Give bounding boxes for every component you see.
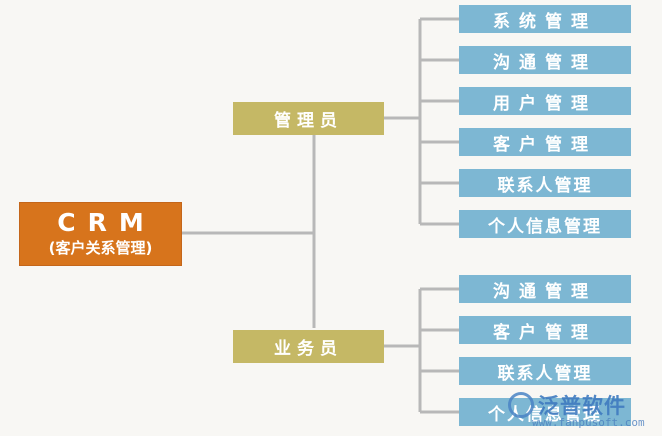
leaf-node-admin: 用户管理 <box>459 87 631 115</box>
root-title: CRM <box>57 208 156 237</box>
brand-watermark: 泛普软件 www.fanpusoft.com <box>508 390 658 434</box>
role-node-sales: 业务员 <box>233 330 384 363</box>
root-subtitle: (客户关系管理) <box>48 239 153 257</box>
brand-logo-icon <box>508 392 534 418</box>
watermark-brand: 泛普软件 <box>538 394 626 418</box>
leaf-node-admin: 个人信息管理 <box>459 210 631 238</box>
role-node-admin: 管理员 <box>233 102 384 135</box>
root-node-crm: CRM (客户关系管理) <box>19 202 182 266</box>
watermark-url: www.fanpusoft.com <box>532 416 645 429</box>
leaf-node-sales: 客户管理 <box>459 316 631 344</box>
leaf-node-admin: 系统管理 <box>459 5 631 33</box>
leaf-node-admin: 客户管理 <box>459 128 631 156</box>
leaf-node-sales: 联系人管理 <box>459 357 631 385</box>
leaf-node-admin: 联系人管理 <box>459 169 631 197</box>
leaf-node-sales: 沟通管理 <box>459 275 631 303</box>
leaf-node-admin: 沟通管理 <box>459 46 631 74</box>
